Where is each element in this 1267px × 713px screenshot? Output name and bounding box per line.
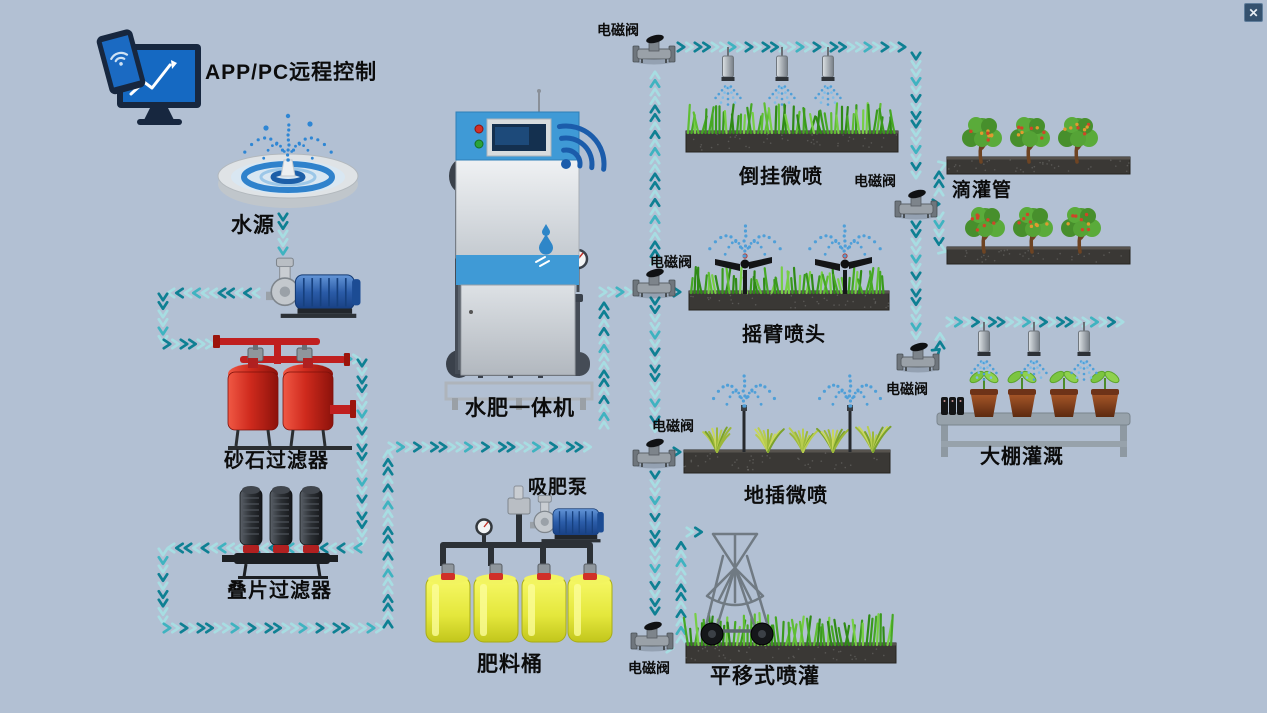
close-button[interactable]: ✕ (1244, 3, 1263, 22)
close-icon: ✕ (1248, 5, 1259, 20)
zone-greenhouse (936, 322, 1131, 457)
water-source-label: 水源 (231, 214, 275, 237)
solenoid-valve-icon (632, 438, 676, 469)
fertilizer-barrels (425, 563, 613, 643)
water-source-fountain (217, 113, 359, 208)
seedling-pot-icon (1049, 370, 1079, 417)
zone-greenhouse-label: 大棚灌溉 (980, 446, 1064, 468)
machine-label: 水肥一体机 (465, 397, 575, 420)
sand-filter (213, 335, 356, 450)
fertilizer-barrel-label: 肥料桶 (477, 653, 543, 676)
solenoid-valve-label: 电磁阀 (854, 173, 896, 189)
seedling-pot-icon (1090, 370, 1120, 417)
seedling-pot-icon (1007, 370, 1037, 417)
disc-filter-label: 叠片过滤器 (227, 580, 332, 602)
solenoid-valve-label: 电磁阀 (652, 418, 694, 434)
zone-drip-pipe-label: 滴灌管 (952, 180, 1013, 201)
rocker-sprinkler-icon (808, 224, 882, 294)
solenoid-valve-icon (632, 268, 676, 299)
solenoid-valve-icon (894, 189, 938, 220)
water-pump (266, 257, 361, 318)
remote-control-label: APP/PC远程控制 (205, 61, 378, 84)
fertilizer-suction-pump (530, 495, 604, 543)
suction-pump-label: 吸肥泵 (528, 477, 589, 498)
phone-icon (96, 29, 146, 95)
seedling-pot-icon (969, 370, 999, 417)
zone-ground-micro-spray (683, 374, 892, 474)
wifi-icon (556, 123, 607, 172)
lateral-move-machine-icon (700, 532, 774, 646)
zone-inverted-micro-spray (685, 47, 899, 153)
fertilizer-suction-assembly (440, 485, 593, 566)
fertigation-machine (444, 89, 607, 410)
solenoid-valve-icon (896, 342, 940, 373)
zone-drip-pipe (946, 117, 1131, 265)
solenoid-valve-label: 电磁阀 (650, 254, 692, 270)
rocker-sprinkler-icon (708, 224, 782, 294)
solenoid-valve-icon (632, 34, 676, 65)
flow-chevrons (157, 41, 1125, 654)
zone-lateral-move-label: 平移式喷灌 (710, 665, 820, 688)
zone-lateral-move (682, 532, 897, 664)
sand-filter-label: 砂石过滤器 (224, 450, 329, 472)
solenoid-valve-label: 电磁阀 (886, 381, 928, 397)
solenoid-valve-label: 电磁阀 (597, 22, 639, 38)
zone-inverted-micro-spray-label: 倒挂微喷 (739, 166, 823, 188)
zone-ground-micro-spray-label: 地插微喷 (744, 485, 828, 507)
remote-monitor-icon (96, 29, 201, 125)
solenoid-valve-icon (630, 621, 674, 652)
zone-rocker-sprinkler-label: 摇臂喷头 (742, 324, 826, 346)
disc-filter (222, 486, 338, 579)
solenoid-valve-label: 电磁阀 (628, 660, 670, 676)
zone-rocker-sprinklers (688, 224, 890, 311)
